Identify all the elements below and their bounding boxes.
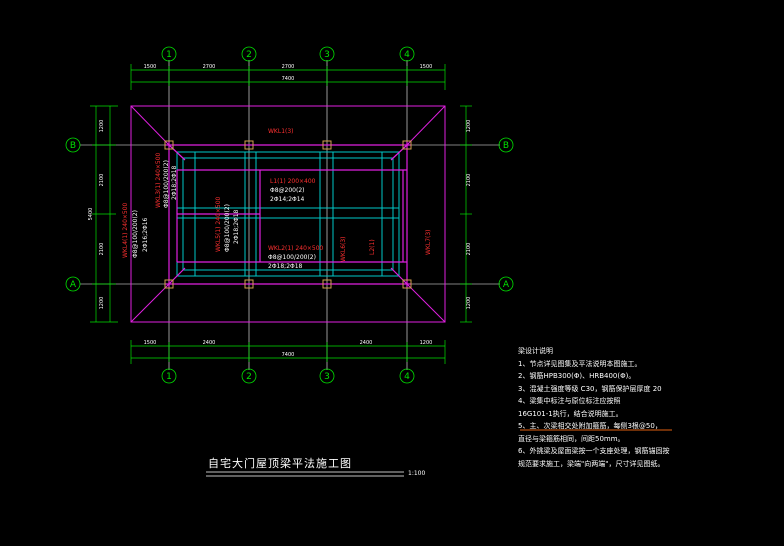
label-l1-top: L1(1) 200×400 xyxy=(270,178,316,185)
label-wkl2-bars: 2Φ18;2Φ18 xyxy=(268,263,303,270)
columns xyxy=(164,140,412,289)
roof-outline xyxy=(130,105,446,323)
note-5b: 直径与梁箍筋相同，间距50mm。 xyxy=(518,434,625,443)
label-wkl2: WKL2(1) 240×500 xyxy=(268,245,324,252)
note-6b: 规范要求施工，梁端"向两端"，尺寸详见图纸。 xyxy=(518,459,665,468)
label-l1-bars: 2Φ14;2Φ14 xyxy=(270,196,305,203)
dim-bottom-3: 2400 xyxy=(360,340,373,346)
column-a2 xyxy=(244,140,254,150)
label-vert1-bars: 2Φ18;2Φ18 xyxy=(171,165,178,200)
drawing-title: 自宅大门屋顶梁平法施工图 xyxy=(208,457,352,470)
column-b3 xyxy=(322,279,332,289)
column-b2 xyxy=(244,279,254,289)
note-2: 2、钢筋HPB300(Φ)、HRB400(Φ)。 xyxy=(518,372,636,380)
dim-right-4: 1200 xyxy=(466,297,472,310)
dim-bottom-1: 1500 xyxy=(144,340,157,346)
design-notes: 梁设计说明 1、节点详见图集及平法说明本图施工。 2、钢筋HPB300(Φ)、H… xyxy=(518,345,780,470)
note-6a: 6、外挑梁及屋面梁按一个支座处理，钢筋锚固按 xyxy=(518,447,670,455)
axis-bubbles xyxy=(65,46,514,384)
title-underline xyxy=(206,471,404,477)
axis-4-bottom: 4 xyxy=(404,372,410,382)
label-small2: L2(1) xyxy=(369,239,376,255)
axis-a-right: A xyxy=(503,280,510,290)
dim-right-3: 2100 xyxy=(466,243,472,256)
dim-top-3: 2700 xyxy=(282,64,295,70)
dim-left-1: 1200 xyxy=(99,120,105,133)
column-b1 xyxy=(164,279,174,289)
note-1: 1、节点详见图集及平法说明本图施工。 xyxy=(518,359,642,368)
column-a4 xyxy=(402,140,412,150)
label-vert2-stirrup: Φ8@100/200(2) xyxy=(132,210,139,258)
axis-3-top: 3 xyxy=(324,50,330,60)
dimension-texts: 1500 2700 2700 1500 7400 1500 2400 2400 … xyxy=(88,64,472,358)
dim-left-total: 5400 xyxy=(88,208,94,221)
dim-bottom-4: 1200 xyxy=(420,340,433,346)
dim-top-2: 2700 xyxy=(203,64,216,70)
dim-right-1: 1200 xyxy=(466,120,472,133)
label-vert2-bars: 2Φ16;2Φ16 xyxy=(142,217,149,252)
dim-right-2: 2100 xyxy=(466,174,472,187)
drawing-scale: 1:100 xyxy=(408,470,426,477)
axis-b-left: B xyxy=(70,141,76,151)
label-wkl1: WKL1(3) xyxy=(268,128,294,135)
label-wkl2-stirrup: Φ8@100/200(2) xyxy=(268,254,316,261)
dim-left-3: 2100 xyxy=(99,243,105,256)
label-small1: WKL6(3) xyxy=(340,236,347,262)
column-a1 xyxy=(164,140,174,150)
label-vert3: WKL5(1) 240×500 xyxy=(215,196,222,252)
dim-bottom-2: 2400 xyxy=(203,340,216,346)
label-vert1: WKL3(1) 240×500 xyxy=(155,152,162,208)
column-a3 xyxy=(322,140,332,150)
axis-a-left: A xyxy=(70,280,77,290)
axis-1-bottom: 1 xyxy=(166,372,172,382)
dim-left-2: 2100 xyxy=(99,174,105,187)
label-vert3-stirrup: Φ8@100/200(2) xyxy=(224,204,231,252)
beam-annotations: WKL1(3) L1(1) 200×400 Φ8@200(2) 2Φ14;2Φ1… xyxy=(122,128,432,270)
dim-top-1: 1500 xyxy=(144,64,157,70)
axis-4-top: 4 xyxy=(404,50,410,60)
dim-top-4: 1500 xyxy=(420,64,433,70)
axis-2-top: 2 xyxy=(246,50,252,60)
dim-left-4: 1200 xyxy=(99,297,105,310)
axis-3-bottom: 3 xyxy=(324,372,330,382)
label-l1-stirrup: Φ8@200(2) xyxy=(270,187,305,194)
note-4a: 4、梁集中标注与原位标注应按照 xyxy=(518,397,621,405)
axis-bubble-labels: 1 2 3 4 1 2 3 4 B A B A xyxy=(70,50,510,382)
main-beams xyxy=(165,141,411,288)
axis-2-bottom: 2 xyxy=(246,372,252,382)
label-vert1-stirrup: Φ8@100/200(2) xyxy=(163,160,170,208)
label-vert3-bars: 2Φ18;2Φ18 xyxy=(233,209,240,244)
dim-top-total: 7400 xyxy=(282,76,295,82)
note-5a: 5、主、次梁相交处附加箍筋，每侧3根@50， xyxy=(518,422,662,430)
notes-heading: 梁设计说明 xyxy=(518,347,553,355)
axis-1-top: 1 xyxy=(166,50,172,60)
note-4b: 16G101-1执行，结合说明施工。 xyxy=(518,409,623,418)
label-vert2: WKL4(1) 240×500 xyxy=(122,202,129,258)
column-b4 xyxy=(402,279,412,289)
note-3: 3、混凝土强度等级 C30，钢筋保护层厚度 20 xyxy=(518,384,662,393)
dimension-lines xyxy=(90,64,472,364)
axis-b-right: B xyxy=(503,141,509,151)
dim-bottom-total: 7400 xyxy=(282,352,295,358)
label-small3: WKL7(3) xyxy=(425,229,432,255)
